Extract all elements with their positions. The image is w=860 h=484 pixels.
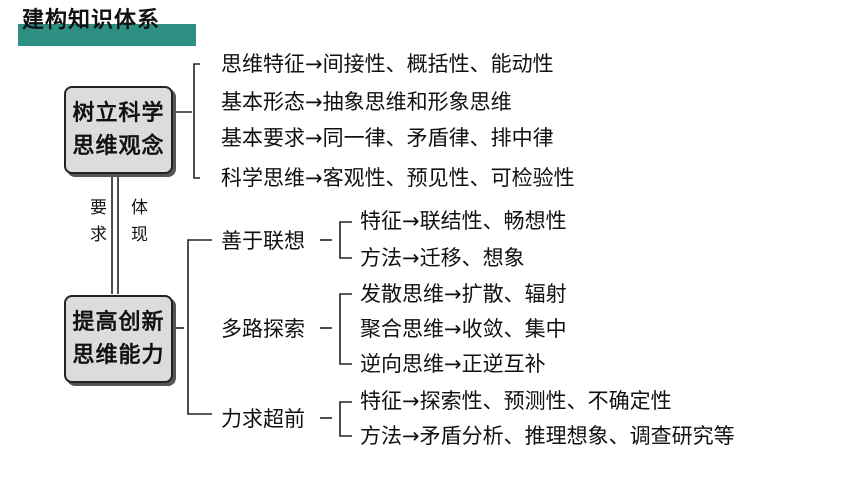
group-3-name: 力求超前 (221, 407, 305, 431)
connector-label-left-2: 求 (90, 225, 107, 245)
node-improve-innovative-thinking: 提高创新 思维能力 (64, 295, 173, 383)
connector-label-right-2: 现 (131, 225, 148, 245)
group-1-name: 善于联想 (221, 229, 305, 253)
group-2-item-3: 逆向思维→正逆互补 (360, 352, 546, 376)
top-branch-1: 思维特征→间接性、概括性、能动性 (221, 52, 554, 76)
header-bar (18, 24, 196, 46)
node-top-line1: 树立科学 (72, 101, 165, 126)
group-2-item-2: 聚合思维→收敛、集中 (360, 317, 567, 341)
group3-bracket (339, 401, 352, 437)
group-3-item-1: 特征→探索性、预测性、不确定性 (360, 389, 672, 413)
group-2-item-1: 发散思维→扩散、辐射 (360, 282, 567, 306)
node-top-line2: 思维观念 (72, 134, 165, 159)
top-branch-4: 科学思维→客观性、预见性、可检验性 (221, 166, 575, 190)
group-1-item-1: 特征→联结性、畅想性 (360, 209, 567, 233)
group-1-item-2: 方法→迁移、想象 (360, 246, 525, 270)
group-2-name: 多路探索 (221, 317, 305, 341)
connector-label-right-1: 体 (131, 198, 148, 218)
top-branch-3: 基本要求→同一律、矛盾律、排中律 (221, 126, 554, 150)
connector-label-left-1: 要 (90, 198, 107, 218)
node-establish-scientific-thinking: 树立科学 思维观念 (64, 86, 173, 174)
header-title: 建构知识体系 (22, 8, 161, 33)
node-bottom-line1: 提高创新 (72, 310, 165, 335)
top-bracket (193, 63, 200, 179)
group2-bracket (339, 293, 352, 365)
group1-bracket (339, 221, 352, 259)
top-branch-2: 基本形态→抽象思维和形象思维 (221, 90, 512, 114)
group-3-item-2: 方法→矛盾分析、推理想象、调查研究等 (360, 424, 735, 448)
bottom-bracket (187, 239, 212, 415)
node-bottom-line2: 思维能力 (72, 343, 165, 368)
